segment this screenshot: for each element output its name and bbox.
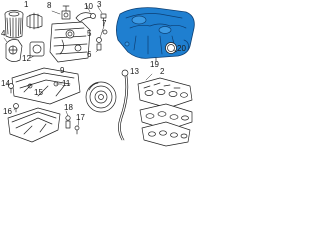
- callout-2: 2: [160, 67, 165, 76]
- lower-intake-runners: [138, 78, 192, 108]
- pan-bolts: [66, 116, 79, 134]
- callout-12: 12: [22, 54, 31, 63]
- oil-dipstick: [118, 70, 128, 140]
- callout-1: 1: [24, 0, 29, 9]
- intake-port-plate: [142, 122, 190, 146]
- engine-parts-diagram: [3, 3, 200, 147]
- callout-7: 7: [102, 19, 107, 28]
- callout-8: 8: [47, 1, 52, 10]
- gasket-small: [30, 42, 44, 56]
- callout-14: 14: [1, 79, 10, 88]
- callout-4: 4: [1, 29, 6, 38]
- callout-20: 20: [177, 44, 186, 53]
- o-ring: [166, 43, 177, 54]
- oil-filter-element: [5, 11, 23, 39]
- callout-5: 5: [87, 29, 92, 38]
- callout-6: 6: [87, 50, 92, 59]
- intake-gasket: [140, 104, 192, 130]
- bolt-top: [101, 14, 106, 26]
- callout-19: 19: [150, 60, 159, 69]
- pipe-connector: [76, 13, 96, 22]
- callout-11: 11: [62, 79, 71, 88]
- sensor-valve: [62, 6, 70, 19]
- drain-plug-upper: [9, 84, 14, 94]
- bolt-cluster: [97, 30, 108, 50]
- callout-3: 3: [97, 0, 102, 9]
- callout-9: 9: [60, 66, 65, 75]
- callout-17: 17: [76, 113, 85, 122]
- lower-oil-pan: [8, 108, 60, 142]
- oil-filter-cap: [27, 13, 42, 29]
- callout-16: 16: [3, 107, 12, 116]
- crankshaft-pulley: [86, 82, 116, 112]
- callout-18: 18: [64, 103, 73, 112]
- drain-plug-lower: [14, 104, 19, 113]
- leader-lines: [3, 3, 178, 127]
- callout-10: 10: [84, 2, 93, 11]
- callout-13: 13: [130, 67, 139, 76]
- upper-oil-pan: [12, 68, 80, 104]
- callout-15: 15: [34, 88, 43, 97]
- oil-pump-housing: [6, 40, 22, 62]
- oil-cooler: [50, 22, 90, 62]
